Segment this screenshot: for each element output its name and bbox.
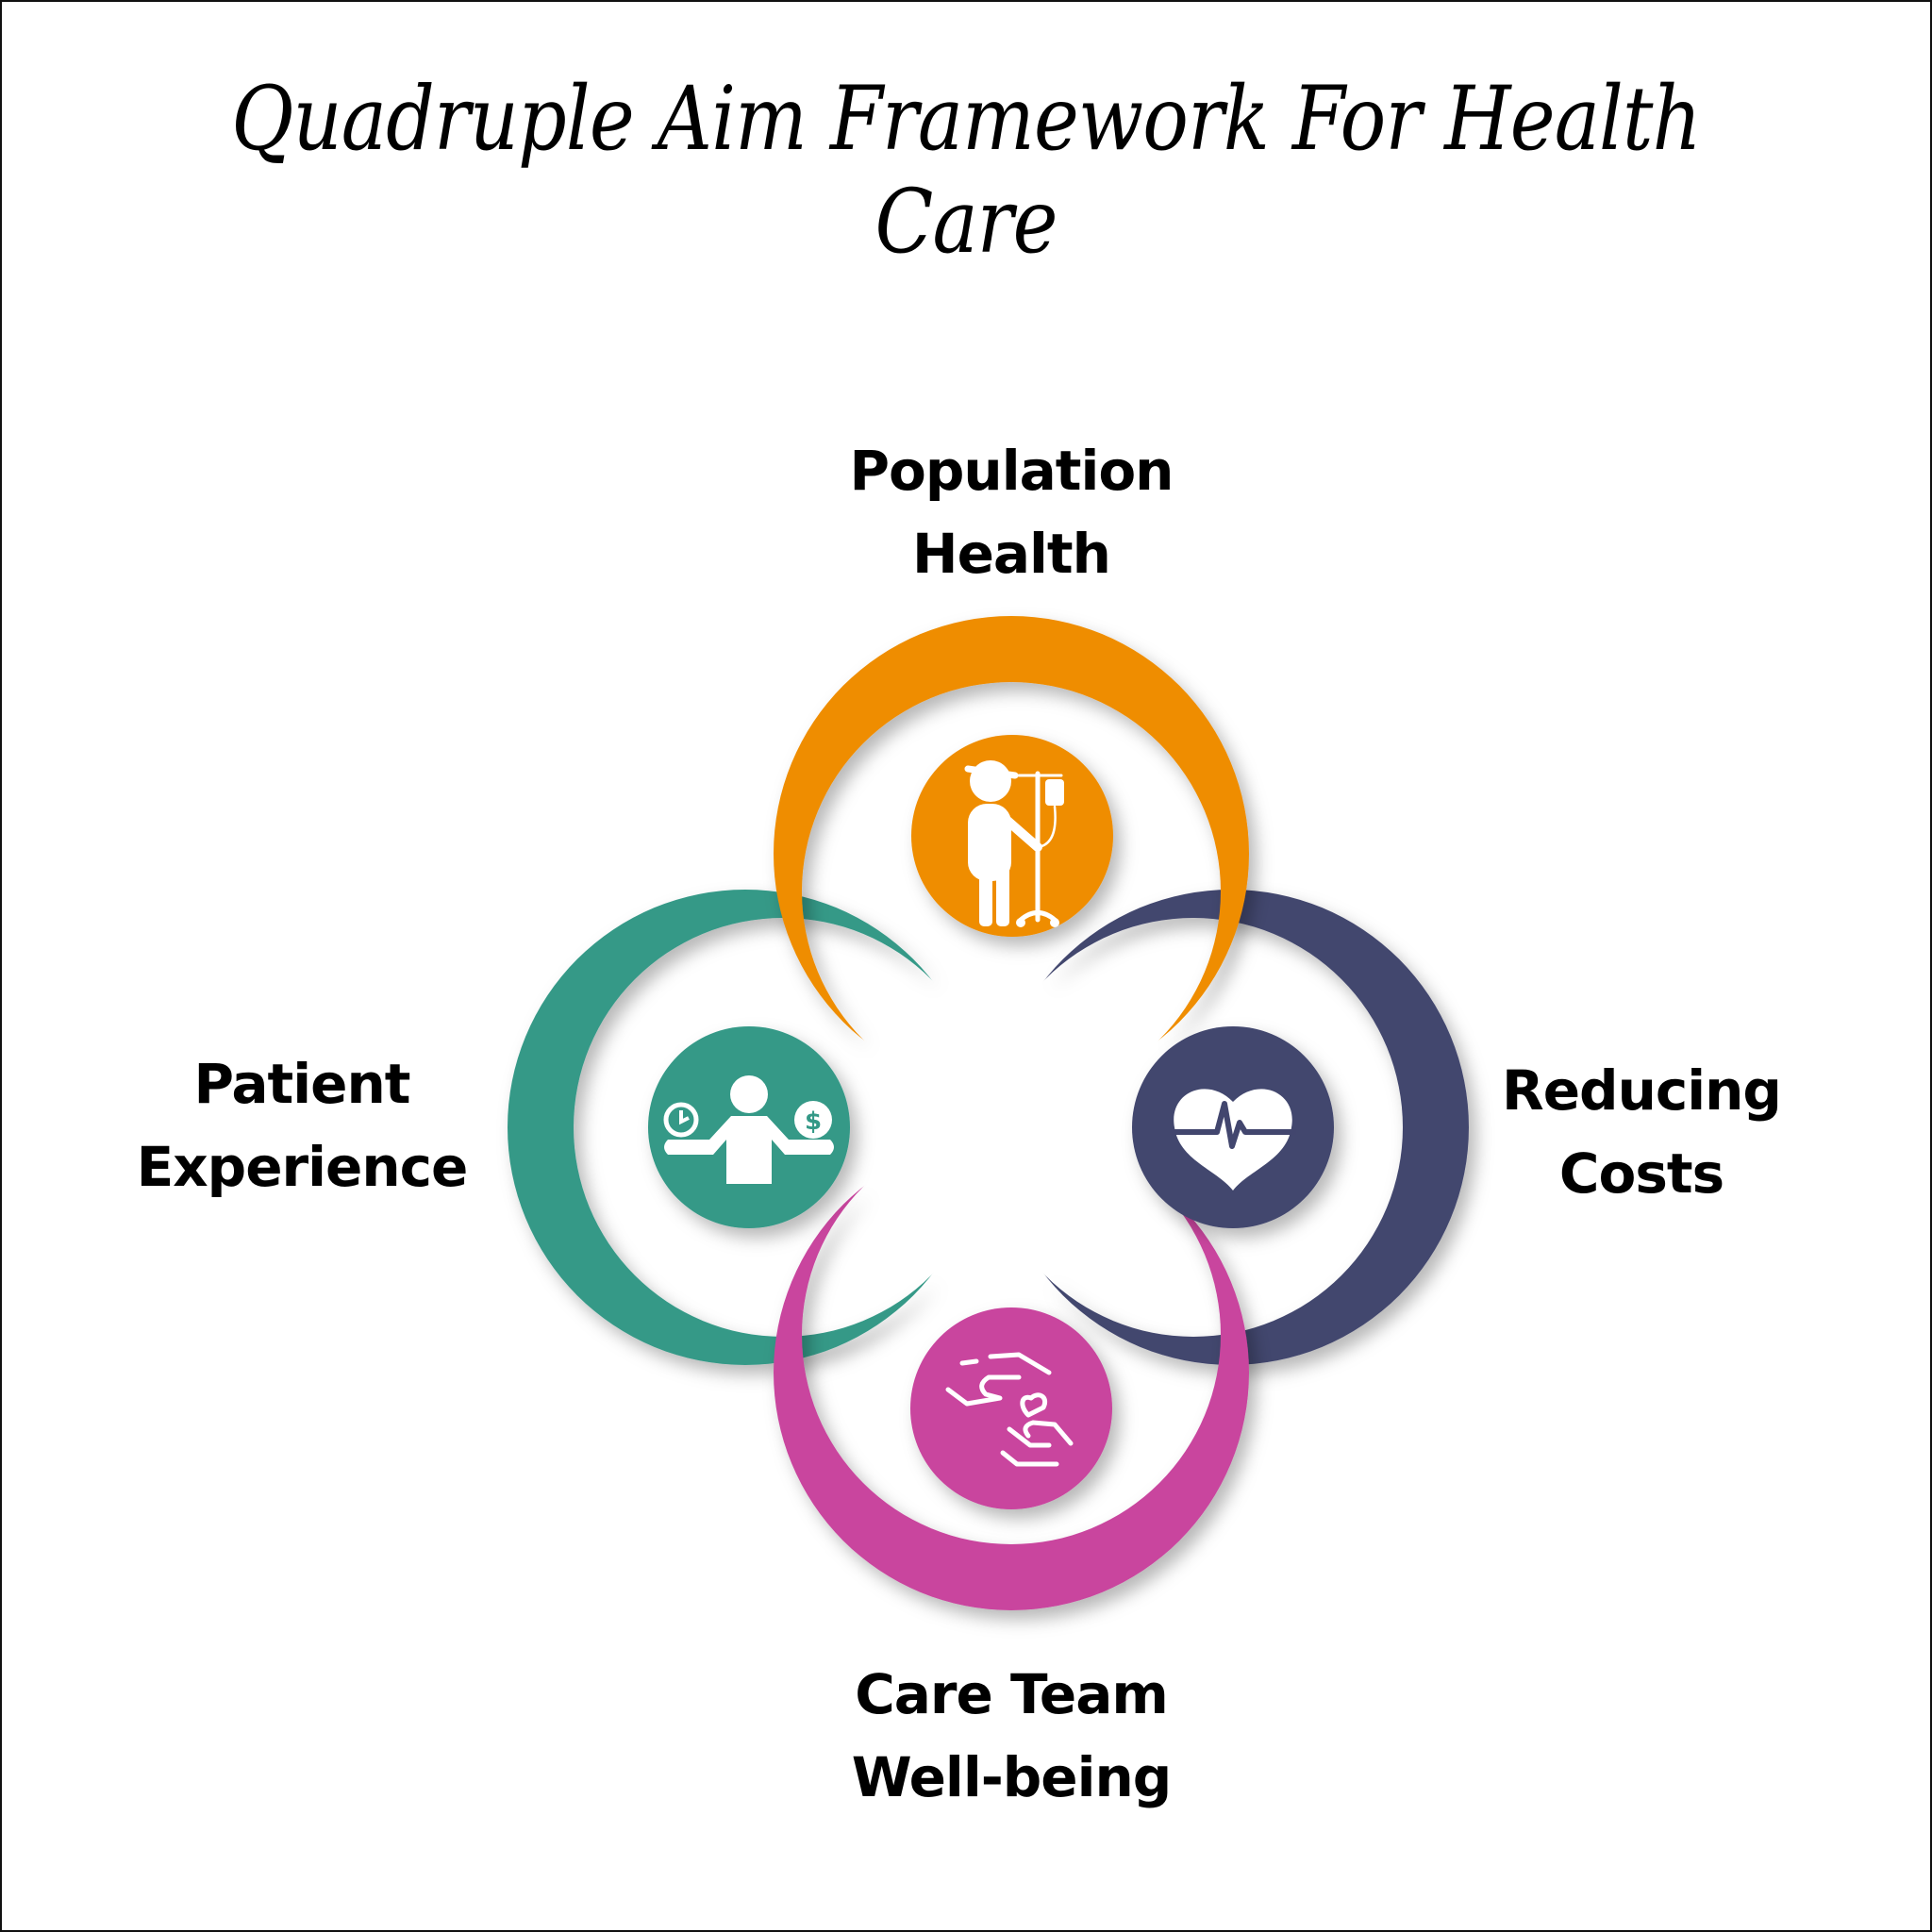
heart-pulse-icon [1132,1026,1334,1228]
patient-iv-drip-icon [911,735,1113,937]
label-population-health: Population Health [849,439,1174,586]
label-reducing-costs: Reducing Costs [1502,1058,1782,1206]
label-patient-experience: Patient Experience [136,1052,469,1199]
person-balancing-time-money-icon: $ [648,1026,850,1228]
caring-hands-heart-icon [910,1307,1112,1509]
svg-text:$: $ [805,1108,822,1136]
label-care-team-wellbeing: Care Team Well-being [851,1662,1173,1809]
